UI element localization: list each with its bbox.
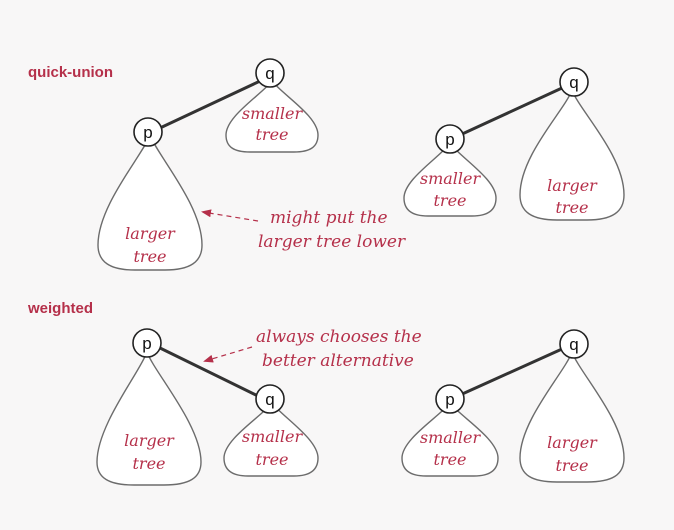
smaller-tree-label: tree	[433, 191, 466, 210]
node-q-label: q	[569, 335, 578, 354]
quick-union-right-example: smaller tree larger tree p q	[403, 67, 625, 221]
weighted-note-arrow	[203, 346, 253, 363]
section-label-weighted: weighted	[27, 300, 93, 317]
node-p	[133, 117, 163, 147]
larger-tree-label: tree	[132, 454, 165, 473]
larger-tree	[519, 349, 625, 483]
weighted-right-example: smaller tree larger tree p q	[401, 329, 625, 483]
larger-tree	[519, 87, 625, 221]
larger-tree-label: larger	[547, 433, 598, 452]
quick-union-note-arrow	[201, 209, 259, 222]
smaller-tree-label: smaller	[420, 169, 482, 188]
node-q	[559, 67, 589, 97]
weighted-left-example: larger tree smaller tree p q	[96, 328, 319, 486]
section-label-quick-union: quick-union	[28, 64, 113, 81]
node-q	[255, 58, 285, 88]
smaller-tree	[223, 400, 319, 477]
smaller-tree-label: tree	[433, 450, 466, 469]
node-p	[435, 124, 465, 154]
link-p-to-q	[458, 347, 564, 397]
smaller-tree-label: tree	[255, 450, 288, 469]
larger-tree	[97, 132, 203, 271]
smaller-tree-label: smaller	[242, 427, 304, 446]
node-q-label: q	[265, 390, 274, 409]
smaller-tree-label: tree	[255, 125, 288, 144]
node-q	[255, 384, 285, 414]
smaller-tree	[403, 140, 497, 217]
node-p-label: p	[445, 390, 454, 409]
link-q-to-p	[158, 346, 260, 398]
quick-union-note-line1: might put the	[270, 208, 388, 228]
link-p-to-q	[458, 86, 564, 137]
smaller-tree	[225, 78, 319, 153]
node-p-label: p	[445, 130, 454, 149]
node-p-label: p	[142, 334, 151, 353]
larger-tree-label: larger	[547, 176, 598, 195]
weighted-note-line1: always chooses the	[256, 327, 422, 347]
node-p-label: p	[143, 123, 152, 142]
node-p	[435, 384, 465, 414]
smaller-tree-label: smaller	[420, 428, 482, 447]
quick-union-note-line2: larger tree lower	[258, 232, 406, 252]
larger-tree-label: larger	[124, 431, 175, 450]
larger-tree-label: larger	[125, 224, 176, 243]
larger-tree-label: tree	[133, 247, 166, 266]
smaller-tree-label: smaller	[242, 104, 304, 123]
node-p	[132, 328, 162, 358]
larger-tree-label: tree	[555, 456, 588, 475]
smaller-tree	[401, 400, 499, 477]
link-p-to-q	[158, 80, 260, 130]
weighted-note-line2: better alternative	[262, 351, 414, 371]
larger-tree	[96, 349, 202, 486]
node-q-label: q	[265, 64, 274, 83]
node-q	[559, 329, 589, 359]
quick-union-left-example: larger tree smaller tree p q	[97, 58, 319, 271]
larger-tree-label: tree	[555, 198, 588, 217]
node-q-label: q	[569, 73, 578, 92]
